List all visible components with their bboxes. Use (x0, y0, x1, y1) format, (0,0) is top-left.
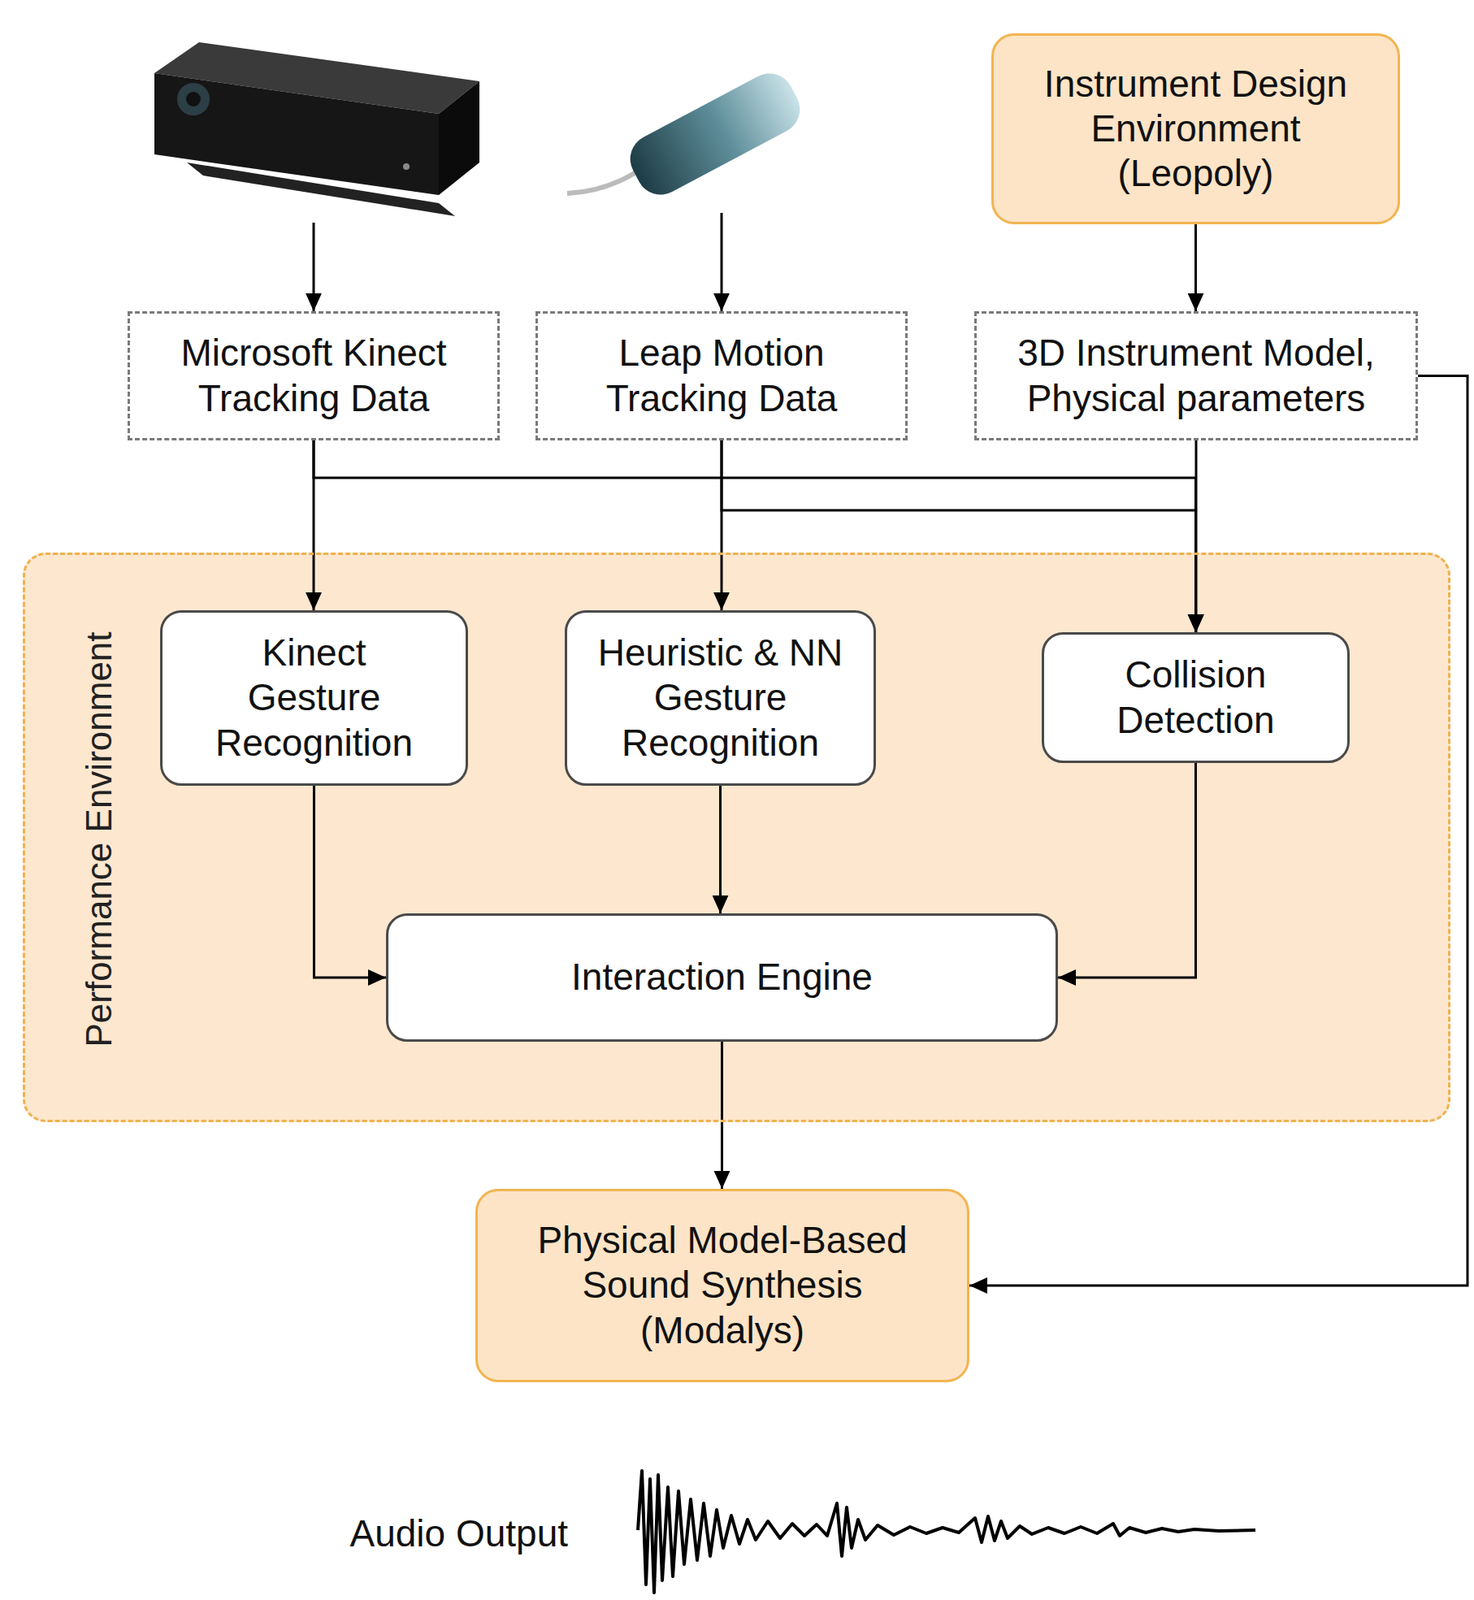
flow-arrow (721, 440, 1197, 633)
box-text: Interaction Engine (571, 954, 873, 1000)
flow-arrow (1057, 763, 1197, 978)
flow-arrow (1194, 224, 1197, 312)
flow-arrow (719, 785, 722, 914)
flow-arrow (314, 785, 387, 978)
box-text: Collision Detection (1074, 652, 1318, 742)
process-box: Heuristic & NN Gesture Recognition (564, 610, 876, 786)
process-box: Kinect Gesture Recognition (160, 610, 469, 786)
environment-band: Performance Environment Kinect Gesture Re… (22, 552, 1451, 1123)
process-box: Interaction Engine (385, 913, 1058, 1042)
output-label: Audio Output (349, 1511, 568, 1557)
data-box: Leap Motion Tracking Data (535, 311, 908, 441)
box-text: Kinect Gesture Recognition (196, 630, 433, 766)
tool-box: Instrument Design Environment (Leopoly) (991, 33, 1401, 225)
box-text: 3D Instrument Model, Physical parameters (992, 330, 1400, 421)
box-text: Instrument Design Environment (Leopoly) (1025, 61, 1367, 197)
kinect-sensor (154, 42, 480, 217)
flow-arrow (969, 376, 1468, 1287)
sensor-arrow (312, 222, 316, 312)
box-text: Leap Motion Tracking Data (550, 330, 893, 421)
box-text: Heuristic & NN Gesture Recognition (580, 630, 861, 766)
box-text: Physical Model-Based Sound Synthesis (Mo… (527, 1218, 918, 1353)
box-text: Microsoft Kinect Tracking Data (143, 330, 485, 421)
band-heading: Performance Environment (78, 631, 122, 1047)
flow-arrow (1195, 440, 1198, 633)
tool-box: Physical Model-Based Sound Synthesis (Mo… (475, 1188, 970, 1383)
audio-waveform (637, 1470, 1256, 1593)
data-box: Microsoft Kinect Tracking Data (127, 311, 500, 441)
flow-arrow (313, 440, 1197, 633)
sensor-arrow (720, 212, 724, 312)
data-box: 3D Instrument Model, Physical parameters (974, 311, 1418, 441)
flow-arrow (720, 1041, 724, 1189)
leap-motion-sensor (567, 65, 809, 204)
process-box: Collision Detection (1041, 632, 1350, 764)
